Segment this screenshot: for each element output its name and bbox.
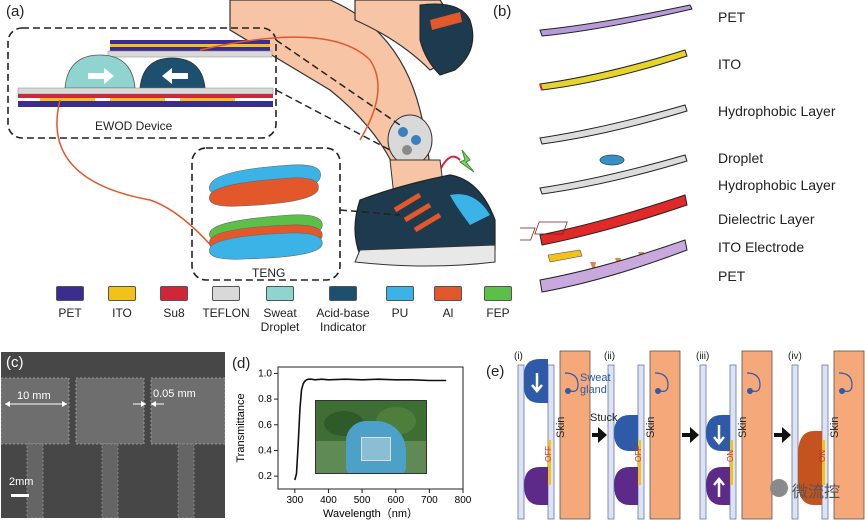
x-axis-label: Wavelength（nm） xyxy=(323,507,418,520)
skin-label: Skin xyxy=(555,416,567,438)
layer-label: Hydrophobic Layer xyxy=(718,177,836,193)
transparency-photo xyxy=(315,400,427,474)
micrograph: (c) 10 mm 0.05 mm 2mm xyxy=(1,352,225,518)
skin-label: Skin xyxy=(645,416,657,438)
on-label: ON xyxy=(818,450,827,462)
x-tick-label: 600 xyxy=(387,495,404,506)
transmittance-line xyxy=(294,378,447,481)
layer-label: ITO Electrode xyxy=(718,239,805,255)
skin-label: Skin xyxy=(829,416,841,438)
x-tick-label: 800 xyxy=(455,495,472,506)
layer-label: PET xyxy=(718,9,746,25)
panel-label-c: (c) xyxy=(6,354,24,371)
legend-item: Acid-base Indicator xyxy=(308,286,378,334)
lightning-icon xyxy=(458,149,475,173)
panel-a-illustration xyxy=(7,0,496,281)
step-label: (iv) xyxy=(788,351,802,362)
legend-item: Al xyxy=(418,286,478,320)
x-tick-label: 500 xyxy=(354,495,371,506)
panel-label-b: (b) xyxy=(493,3,512,20)
layer-label: Droplet xyxy=(718,150,764,166)
legend-item: FEP xyxy=(468,286,528,320)
layer-label: Dielectric Layer xyxy=(718,211,815,227)
layer-stack-illustration xyxy=(520,4,693,293)
y-tick-label: 0.2 xyxy=(258,471,272,482)
sensor-patch xyxy=(387,114,433,166)
y-tick-label: 0.6 xyxy=(258,420,272,431)
y-tick-label: 0.8 xyxy=(258,394,272,405)
watermark: 微流控 xyxy=(770,476,860,501)
legend-item: Sweat Droplet xyxy=(250,286,310,334)
scale-bar-label: 2mm xyxy=(9,476,34,488)
step-label: (ii) xyxy=(604,351,616,362)
legend-item: ITO xyxy=(92,286,152,320)
plot-frame xyxy=(277,366,464,490)
legend-item: Su8 xyxy=(144,286,204,320)
dimension-005mm: 0.05 mm xyxy=(153,388,196,400)
watermark-text: 微流控 xyxy=(792,484,841,501)
panel-label-d: (d) xyxy=(232,355,251,372)
step-label: (i) xyxy=(514,351,523,362)
off-label: OFF xyxy=(544,446,553,462)
teng-label: TENG xyxy=(252,266,286,280)
layer-label: Hydrophobic Layer xyxy=(718,103,836,119)
panel-label-e: (e) xyxy=(486,363,505,380)
material-legend: PET ITO Su8 TEFLON Sweat Droplet Acid-ba… xyxy=(40,286,512,346)
y-tick-label: 1.0 xyxy=(258,368,272,379)
layer-label: ITO xyxy=(718,56,742,72)
actuation-sequence xyxy=(517,350,865,520)
off-label: OFF xyxy=(634,446,643,462)
y-axis-label: Transmittance xyxy=(235,393,247,462)
transmittance-chart: 300 400 500 600 700 800 0.2 0.4 0.6 0.8 1.0Wavelen… xyxy=(235,366,472,520)
x-tick-label: 700 xyxy=(421,495,438,506)
legend-item: PET xyxy=(40,286,100,320)
legend-item: TEFLON xyxy=(196,286,256,320)
x-tick-label: 400 xyxy=(320,495,337,506)
y-tick-label: 0.4 xyxy=(258,445,272,456)
legend-item: PU xyxy=(370,286,430,320)
step-label: (iii) xyxy=(696,351,710,362)
x-tick-label: 300 xyxy=(286,495,303,506)
panel-label-a: (a) xyxy=(6,3,25,20)
layer-label: PET xyxy=(718,268,746,284)
sweat-gland-label: Sweat gland xyxy=(580,372,611,396)
on-label: ON xyxy=(726,450,735,462)
dimension-10mm: 10 mm xyxy=(17,390,51,402)
ewod-device-label: EWOD Device xyxy=(95,119,173,133)
stuck-label: Stuck xyxy=(590,412,618,424)
skin-label: Skin xyxy=(737,416,749,438)
